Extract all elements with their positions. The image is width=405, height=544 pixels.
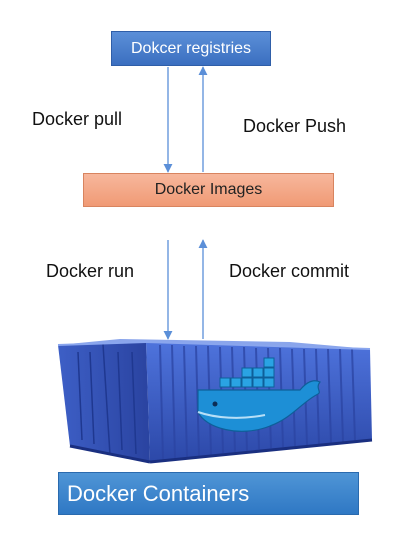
docker-run-label: Docker run [46, 261, 135, 281]
docker-containers-node: Docker Containers [58, 472, 359, 515]
docker-containers-label: Docker Containers [67, 480, 250, 506]
docker-images-label: Docker Images [154, 181, 263, 198]
docker-push-label: Docker Push [243, 116, 347, 136]
docker-commit-label: Docker commit [229, 261, 350, 281]
docker-pull-label: Docker pull [32, 109, 123, 129]
docker-registries-label: Dokcer registries [130, 39, 252, 57]
docker-images-node: Docker Images [83, 173, 334, 207]
docker-registries-node: Dokcer registries [111, 31, 271, 66]
docker-whale-icon [197, 357, 321, 432]
